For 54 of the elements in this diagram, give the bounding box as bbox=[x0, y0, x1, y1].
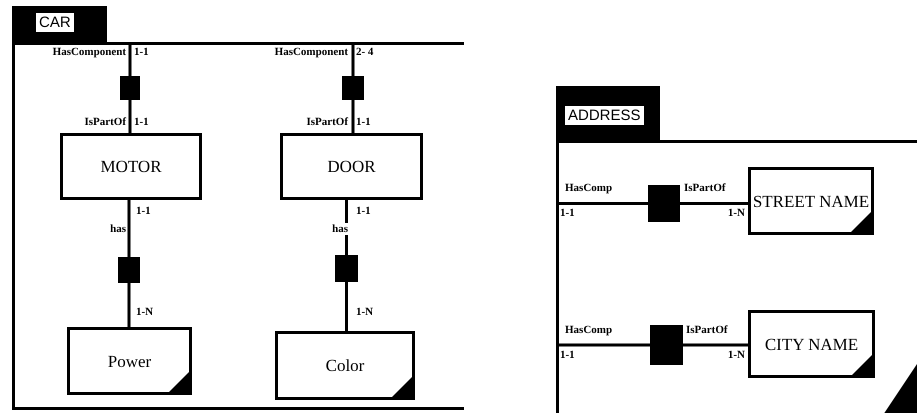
relationship-square bbox=[120, 76, 140, 100]
entity-name: DOOR bbox=[327, 158, 376, 175]
connector-line bbox=[352, 100, 354, 133]
entity-box bbox=[275, 331, 415, 400]
frame-title: CAR bbox=[36, 13, 74, 32]
role-label: 1-1 bbox=[356, 205, 371, 217]
connector-line bbox=[128, 44, 132, 76]
entity-box bbox=[748, 167, 874, 235]
role-label: 1-1 bbox=[134, 116, 149, 128]
frame-title: ADDRESS bbox=[565, 106, 644, 125]
role-label: 1-N bbox=[728, 349, 745, 361]
connector-line bbox=[352, 44, 354, 76]
entity-name: CITY NAME bbox=[764, 336, 858, 352]
relationship-square bbox=[648, 185, 680, 222]
role-label: has bbox=[110, 223, 126, 235]
role-label: HasComp bbox=[565, 324, 612, 336]
role-label: IsPartOf bbox=[306, 116, 348, 128]
connector-line bbox=[345, 282, 348, 331]
connector-line bbox=[345, 200, 348, 255]
role-label: 1-1 bbox=[560, 349, 575, 361]
connector-line bbox=[128, 283, 130, 327]
connector-line bbox=[680, 202, 748, 205]
entity-name: Color bbox=[326, 357, 364, 374]
role-label: has bbox=[332, 223, 348, 235]
role-label: HasComponent bbox=[52, 46, 126, 58]
role-label: 2- 4 bbox=[356, 46, 374, 58]
entity-name: Power bbox=[108, 352, 152, 370]
connector-line bbox=[128, 200, 130, 257]
role-label: 1-1 bbox=[560, 207, 575, 219]
role-label: 1-1 bbox=[134, 46, 149, 58]
role-label: 1-N bbox=[356, 306, 374, 318]
role-label: 1-N bbox=[136, 306, 154, 318]
entity-box bbox=[67, 327, 192, 395]
relationship-square bbox=[118, 257, 140, 283]
role-label: IsPartOf bbox=[686, 324, 728, 336]
connector-line bbox=[683, 344, 748, 346]
entity-name: MOTOR bbox=[100, 158, 162, 175]
entity-box bbox=[60, 133, 202, 200]
connector-line bbox=[128, 100, 132, 133]
entity-name: STREET NAME bbox=[752, 192, 870, 210]
connector-line bbox=[558, 344, 650, 346]
role-label: 1-1 bbox=[356, 116, 371, 128]
role-label: HasComponent bbox=[274, 46, 348, 58]
entity-box bbox=[748, 310, 875, 378]
relationship-square bbox=[335, 255, 358, 282]
entity-box bbox=[280, 133, 423, 200]
connector-line bbox=[558, 202, 648, 205]
relationship-square bbox=[650, 325, 683, 365]
role-label: IsPartOf bbox=[684, 182, 726, 194]
role-label: 1-1 bbox=[136, 205, 151, 217]
role-label: IsPartOf bbox=[84, 116, 126, 128]
role-label: 1-N bbox=[728, 207, 745, 219]
relationship-square bbox=[342, 76, 364, 100]
role-label: HasComp bbox=[565, 182, 612, 194]
